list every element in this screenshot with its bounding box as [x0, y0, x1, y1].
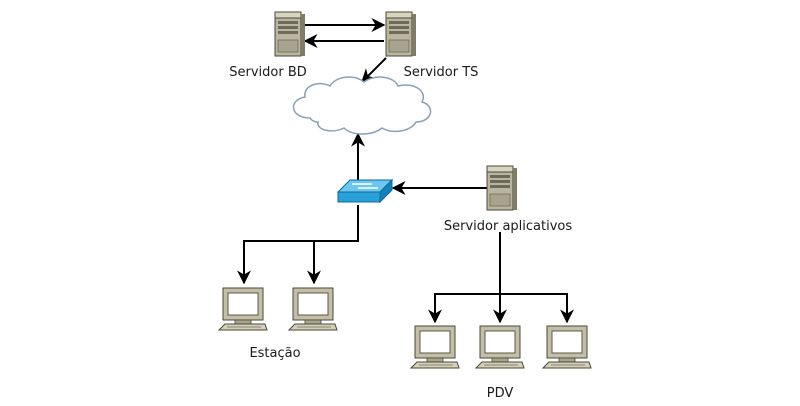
link-ts-to-cloud [361, 57, 387, 83]
desktop-computer-icon [218, 287, 268, 331]
label-servidor-bd: Servidor BD [229, 65, 307, 80]
server-tower-icon [385, 11, 417, 57]
network-switch-icon [336, 178, 394, 204]
label-estacao: Estação [249, 346, 300, 361]
desktop-computer-icon [475, 325, 525, 369]
desktop-computer-icon [410, 325, 460, 369]
cloud-icon [292, 76, 432, 135]
link-switch-to-stations [244, 205, 359, 242]
label-servidor-aplicativos: Servidor aplicativos [444, 219, 572, 234]
label-pdv: PDV [487, 386, 514, 401]
desktop-computer-icon [288, 287, 338, 331]
server-tower-icon [486, 165, 518, 211]
server-tower-icon [274, 11, 306, 57]
desktop-computer-icon [542, 325, 592, 369]
label-servidor-ts: Servidor TS [404, 65, 479, 80]
connectors [237, 18, 574, 324]
